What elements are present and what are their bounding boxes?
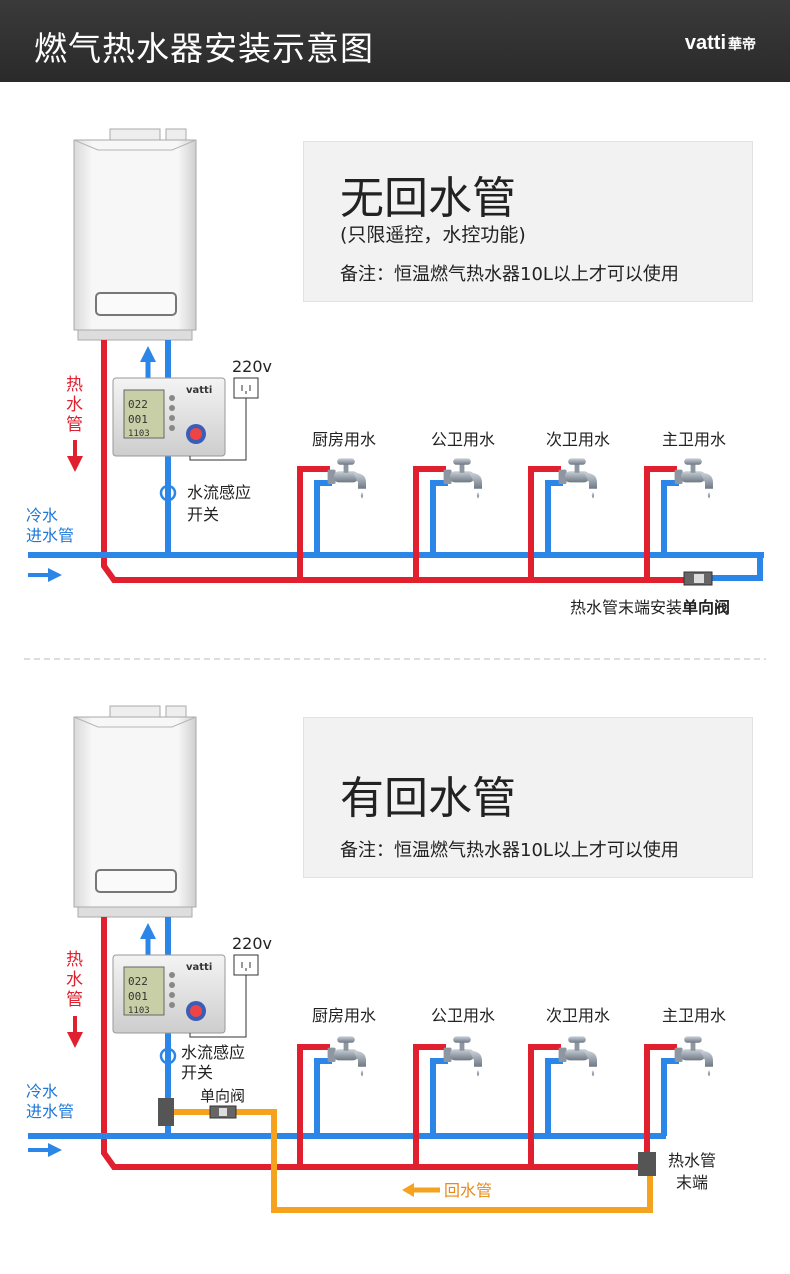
- water-heater-1: [73, 128, 197, 341]
- svg-text:1103: 1103: [128, 1006, 150, 1016]
- heading-with-return: 有回水管: [340, 773, 516, 824]
- svg-text:1103: 1103: [128, 429, 150, 439]
- faucet-icon: [443, 1036, 482, 1077]
- faucet-icon: [674, 1036, 713, 1077]
- faucet-icon: [558, 1036, 597, 1077]
- tap-label-public-1: 公卫用水: [431, 430, 495, 449]
- section-no-return: 022 001 1103 vatti 220v 水流感应 开关 热 水 管 冷水…: [26, 128, 764, 617]
- tee-fitting-icon: [158, 1098, 174, 1126]
- info-box-with-return: 有回水管 备注：恒温燃气热水器10L以上才可以使用: [303, 717, 753, 878]
- left-arrow-icon: [402, 1183, 414, 1197]
- controller-brand: vatti: [186, 385, 212, 396]
- hot-label-2b: 水: [66, 970, 83, 990]
- check-valve-label: 单向阀: [200, 1087, 245, 1105]
- remote-controller-2: 022 001 1103 vatti: [112, 954, 226, 1034]
- hot-end-label-b: 末端: [676, 1173, 708, 1192]
- controller-brand: vatti: [186, 962, 212, 973]
- info-box-no-return: 无回水管 (只限遥控，水控功能) 备注：恒温燃气热水器10L以上才可以使用: [303, 141, 753, 302]
- cold-label-2b: 进水管: [26, 1102, 74, 1121]
- end-note-1: 热水管末端安装单向阀: [570, 598, 730, 617]
- power-outlet-icon: [233, 377, 259, 399]
- svg-text:001: 001: [128, 413, 148, 426]
- faucet-icon: [558, 458, 597, 499]
- power-label-1: 220v: [232, 357, 272, 376]
- svg-text:022: 022: [128, 975, 148, 988]
- switch-label-2a: 水流感应: [181, 1043, 245, 1062]
- svg-text:001: 001: [128, 990, 148, 1003]
- section-with-return: 022 001 1103 vatti 220v 水流感应 开关 单向阀 热 水 …: [26, 705, 726, 1213]
- right-arrow-icon: [48, 1143, 62, 1157]
- return-pipe: [174, 1109, 653, 1213]
- power-label-2: 220v: [232, 934, 272, 953]
- tap-label-master-2: 主卫用水: [662, 1006, 726, 1025]
- switch-label-1b: 开关: [187, 505, 219, 524]
- tap-label-kitchen-2: 厨房用水: [312, 1006, 376, 1025]
- tap-label-second-2: 次卫用水: [546, 1006, 610, 1025]
- tap-label-second-1: 次卫用水: [546, 430, 610, 449]
- hot-end-label-a: 热水管: [668, 1151, 716, 1170]
- down-arrow-icon: [67, 456, 83, 472]
- hot-label-2a: 热: [66, 950, 83, 970]
- note-with-return: 备注：恒温燃气热水器10L以上才可以使用: [340, 840, 679, 861]
- branches-2: [297, 1036, 713, 1167]
- subheading-no-return: (只限遥控，水控功能): [340, 224, 526, 246]
- return-pipe-label: 回水管: [444, 1181, 492, 1200]
- up-arrow-icon: [140, 346, 156, 362]
- faucet-icon: [327, 1036, 366, 1077]
- tap-label-public-2: 公卫用水: [431, 1006, 495, 1025]
- hot-label-2c: 管: [66, 990, 83, 1010]
- cold-label-2a: 冷水: [26, 1082, 58, 1101]
- hot-label-1c: 管: [66, 415, 83, 435]
- power-outlet-icon: [233, 954, 259, 976]
- faucet-icon: [674, 458, 713, 499]
- down-arrow-icon: [67, 1032, 83, 1048]
- branches-1: [297, 458, 713, 580]
- tap-label-master-1: 主卫用水: [662, 430, 726, 449]
- switch-label-2b: 开关: [181, 1063, 213, 1082]
- hot-pipe-1: [101, 340, 660, 583]
- cold-loop-1: [700, 557, 763, 581]
- svg-text:022: 022: [128, 398, 148, 411]
- faucet-icon: [443, 458, 482, 499]
- hot-pipe-2: [101, 917, 645, 1170]
- up-arrow-icon: [140, 923, 156, 939]
- cold-label-1a: 冷水: [26, 506, 58, 525]
- cold-label-1b: 进水管: [26, 526, 74, 545]
- hot-label-1b: 水: [66, 395, 83, 415]
- right-arrow-icon: [48, 568, 62, 582]
- water-heater-2: [73, 705, 197, 918]
- end-tee-icon: [638, 1152, 656, 1176]
- switch-label-1a: 水流感应: [187, 483, 251, 502]
- tap-label-kitchen-1: 厨房用水: [312, 430, 376, 449]
- faucet-icon: [327, 458, 366, 499]
- heading-no-return: 无回水管: [340, 173, 516, 224]
- remote-controller-1: 022 001 1103 vatti: [112, 377, 226, 457]
- note-no-return: 备注：恒温燃气热水器10L以上才可以使用: [340, 264, 679, 285]
- page-title: 燃气热水器安装示意图: [34, 29, 374, 68]
- hot-label-1a: 热: [66, 375, 83, 395]
